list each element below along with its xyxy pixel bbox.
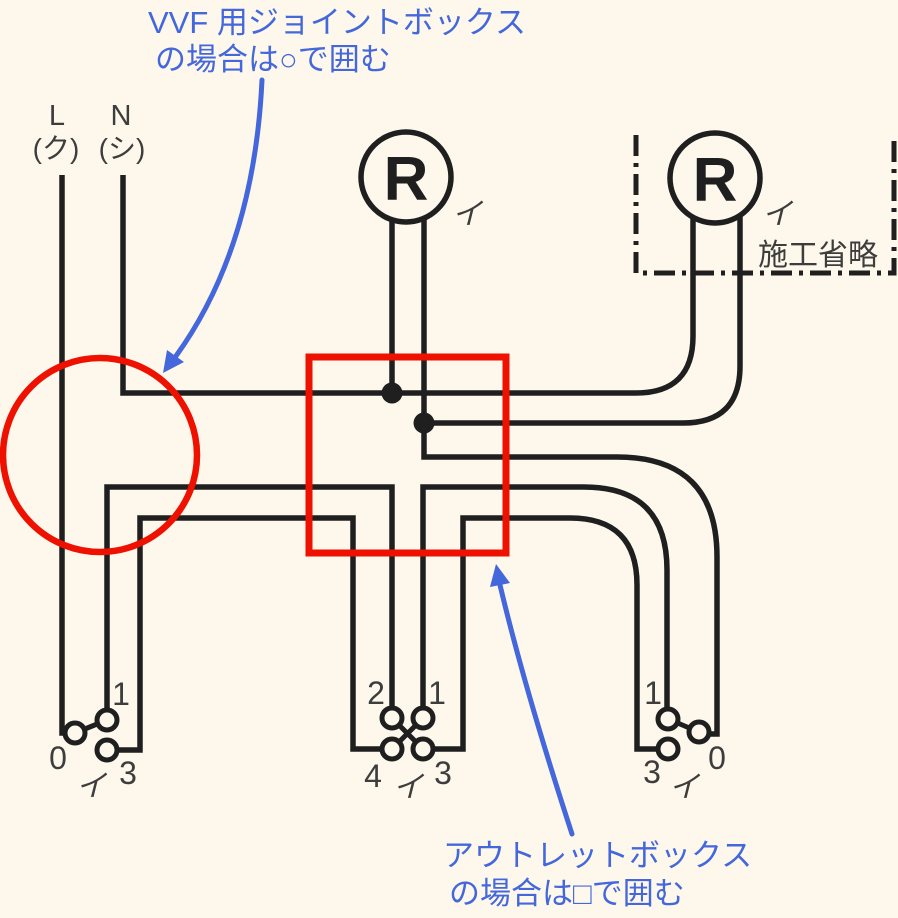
left-switch-terminal-1 xyxy=(94,707,120,733)
neutral-sub-label: (シ) xyxy=(99,133,146,164)
wire-strap-fourway-1-to-right-switch-1 xyxy=(420,484,670,719)
wire-junction-to-right-lamp-right xyxy=(424,215,743,426)
joint-box-arrowhead-icon xyxy=(163,350,184,373)
fourway-terminal-1 xyxy=(410,705,436,731)
right-switch-label-3: 3 xyxy=(643,754,661,790)
lamp-left-circle xyxy=(358,129,454,225)
omission-label: 施工省略 xyxy=(758,239,878,272)
lamp-left-symbol: R xyxy=(384,145,429,214)
switch-terminals xyxy=(62,705,712,763)
fourway-terminal-4 xyxy=(379,736,405,762)
wire-live-feed xyxy=(59,175,65,736)
right-switch-label-1: 1 xyxy=(644,675,662,711)
left-switch-terminal-3 xyxy=(94,737,120,763)
fourway-label-1: 1 xyxy=(428,675,446,711)
fourway-terminal-3 xyxy=(410,736,436,762)
joint-box-arrow xyxy=(163,77,265,373)
left-switch-label-1: 1 xyxy=(112,676,130,712)
outlet-box-arrow xyxy=(490,564,575,837)
outlet-box-note-line2: の場合は□で囲む xyxy=(449,876,685,911)
left-switch-label-0: 0 xyxy=(49,740,67,776)
neutral-label: N xyxy=(111,100,132,132)
wire-strap-left-switch-1-to-fourway-2 xyxy=(104,484,395,720)
right-switch-terminal-3 xyxy=(655,736,681,762)
junction-dot-neutral-lamp xyxy=(381,382,403,404)
lamp-right: R イ xyxy=(667,130,799,231)
lamp-right-circle xyxy=(667,130,763,226)
junction-dot-lamp-return xyxy=(413,412,435,434)
lamp-right-circuit-label: イ xyxy=(760,197,798,230)
right-switch-label-0: 0 xyxy=(708,740,726,776)
outlet-box-arrow-shaft xyxy=(497,582,575,837)
fourway-switch-labels: 2 1 4 3 イ xyxy=(364,675,452,804)
lamp-right-symbol: R xyxy=(693,146,738,215)
fourway-label-2: 2 xyxy=(367,675,385,711)
joint-box-arrow-shaft xyxy=(173,77,265,359)
left-switch-circuit-label: イ xyxy=(74,769,112,802)
fourway-label-3: 3 xyxy=(434,755,452,791)
joint-box-note-line2: の場合は○で囲む xyxy=(155,42,391,77)
outlet-box-arrowhead-icon xyxy=(490,564,510,587)
wire-strap-left-switch-3-to-fourway-4 xyxy=(107,515,392,753)
left-switch-labels: 1 0 3 イ xyxy=(49,676,137,803)
outlet-box-note: アウトレットボックス の場合は□で囲む xyxy=(443,838,752,911)
right-switch-terminal-1 xyxy=(655,706,681,732)
wire-strap-fourway-3-to-right-switch-3 xyxy=(423,515,668,752)
outlet-box-red-square xyxy=(305,353,510,557)
lamp-left: R イ xyxy=(358,129,489,231)
wiring-layer xyxy=(59,175,743,753)
fourway-terminal-2 xyxy=(379,705,405,731)
right-switch-circuit-label: イ xyxy=(667,770,705,803)
lamp-left-circuit-label: イ xyxy=(450,197,488,230)
joint-box-red-circle xyxy=(0,354,201,556)
left-switch-terminal-0 xyxy=(62,720,88,746)
fourway-label-4: 4 xyxy=(364,758,382,794)
outlet-box-note-line1: アウトレットボックス xyxy=(443,838,752,873)
right-switch-terminal-0 xyxy=(686,719,712,745)
live-sub-label: (ク) xyxy=(33,133,80,164)
right-switch-labels: 1 0 3 イ xyxy=(643,675,726,804)
fourway-circuit-label: イ xyxy=(391,770,429,803)
left-switch-label-3: 3 xyxy=(119,755,137,791)
wire-left-lamp-right-lead-return-to-right-switch-0 xyxy=(421,215,720,737)
joint-box-note: VVF 用ジョイントボックス の場合は○で囲む xyxy=(148,5,526,77)
source-labels: L N (ク) (シ) xyxy=(33,100,146,164)
omission-boundary xyxy=(633,135,897,276)
joint-box-note-line1: VVF 用ジョイントボックス xyxy=(148,5,526,40)
wire-neutral-bus-to-right-lamp-left xyxy=(120,175,696,396)
live-label: L xyxy=(49,100,65,132)
